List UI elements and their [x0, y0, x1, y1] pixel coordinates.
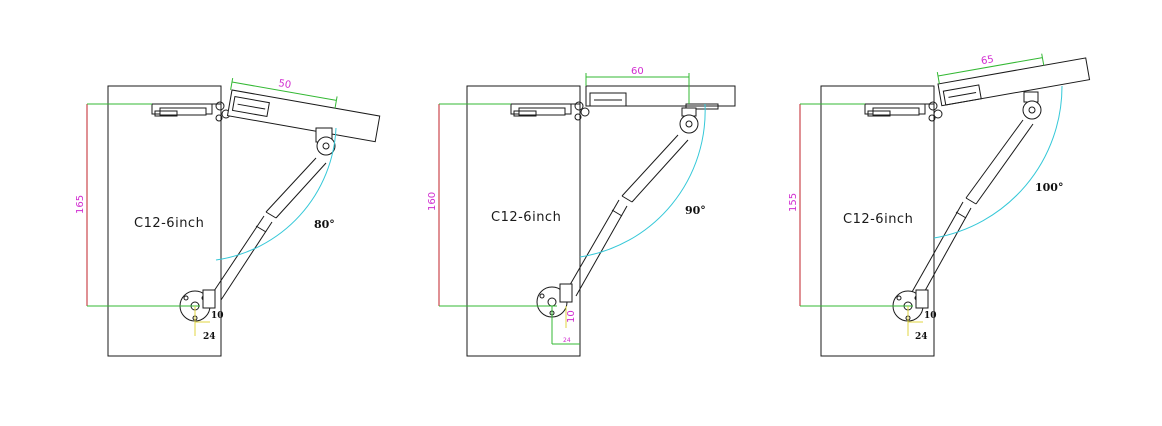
- lower-mount: [536, 283, 573, 318]
- height-dimension-label: 160: [427, 192, 438, 211]
- offset-v-label: 10: [924, 311, 937, 321]
- upper-mount: [1022, 91, 1042, 120]
- offset-h-label: 24: [915, 332, 928, 342]
- swing-arc: [579, 103, 706, 258]
- height-dimension: 155: [788, 103, 913, 307]
- top-dimension: 65: [936, 53, 1045, 84]
- swing-arc: [215, 127, 337, 261]
- door-panel: [937, 57, 1091, 107]
- angle-label: 100°: [1035, 181, 1063, 194]
- gas-strut: [211, 157, 327, 301]
- angle-label: 80°: [314, 218, 335, 231]
- top-dimension-label: 50: [277, 78, 291, 91]
- swing-arc: [933, 85, 1063, 239]
- offset-dimensions: 10 24: [551, 306, 580, 345]
- height-dimension: 165: [75, 103, 200, 307]
- height-dimension-label: 155: [788, 193, 799, 212]
- upper-mount: [679, 107, 699, 134]
- offset-dimensions: 10 24: [907, 306, 937, 342]
- door-panel: [226, 89, 381, 143]
- top-dimension-label: 65: [980, 54, 994, 67]
- diagram-80-degree: 50 80°: [75, 77, 381, 357]
- model-label: C12-6inch: [134, 216, 204, 231]
- height-dimension-label: 165: [75, 195, 86, 214]
- top-dimension: 60: [585, 66, 690, 104]
- top-dimension: 50: [230, 77, 338, 109]
- hinge: [864, 101, 943, 122]
- diagram-90-degree: 60 90° 160: [427, 66, 736, 357]
- offset-h-label: 24: [563, 337, 571, 344]
- upper-mount: [315, 127, 336, 156]
- model-label: C12-6inch: [491, 210, 561, 225]
- offset-v-label: 10: [211, 311, 224, 321]
- hinge: [510, 101, 590, 121]
- offset-v-label: 10: [566, 310, 577, 323]
- door-panel: [585, 85, 736, 110]
- top-dimension-label: 60: [631, 66, 644, 77]
- model-label: C12-6inch: [843, 212, 913, 227]
- offset-dimensions: 10 24: [194, 306, 224, 342]
- angle-label: 90°: [685, 204, 706, 217]
- gas-strut: [911, 119, 1034, 299]
- offset-h-label: 24: [203, 332, 216, 342]
- height-dimension: 160: [427, 103, 557, 307]
- diagram-100-degree: 65 100° 155: [788, 53, 1091, 357]
- gas-strut: [566, 134, 689, 297]
- hinge: [151, 101, 231, 122]
